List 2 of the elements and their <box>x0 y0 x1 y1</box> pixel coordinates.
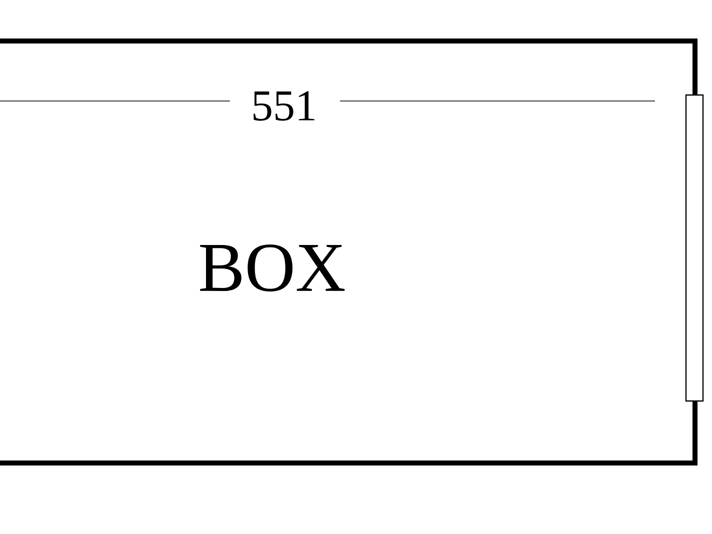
dimension-label: 551 <box>254 91 314 121</box>
room-label: BOX <box>200 244 345 292</box>
